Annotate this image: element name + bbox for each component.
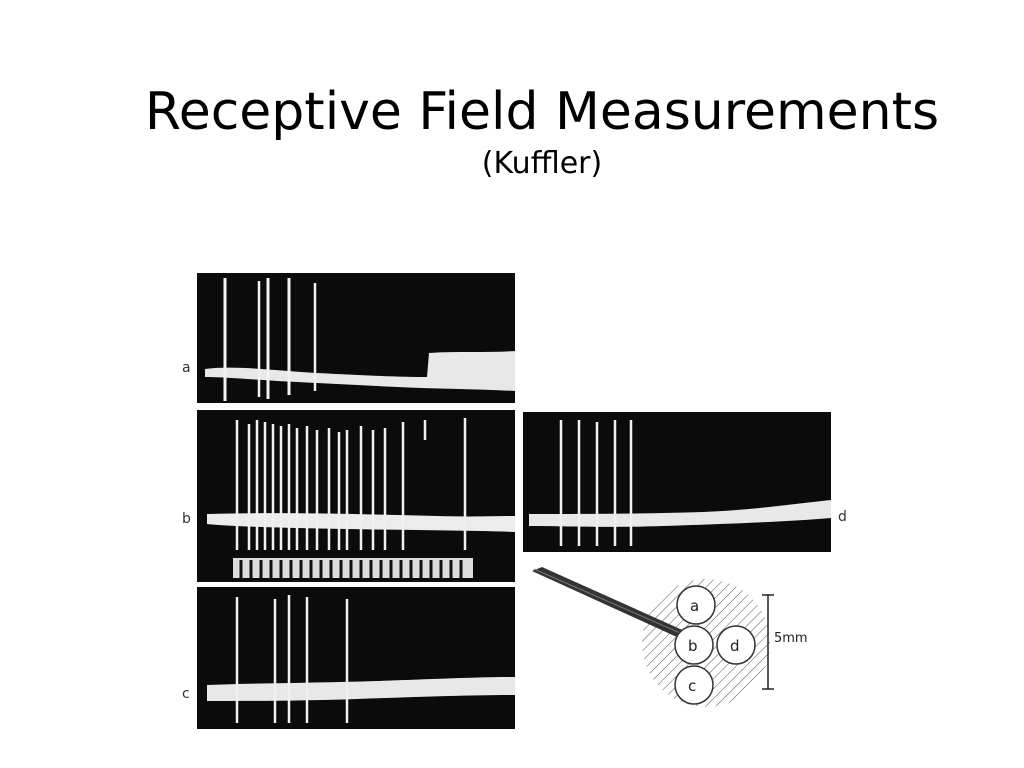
slide-title: Receptive Field Measurements [144, 82, 940, 142]
spot-label-a: a [690, 597, 699, 615]
receptive-field-diagram: a b c d 5mm [530, 565, 830, 715]
trace-panel-b [197, 410, 515, 582]
trace-d-baseline [529, 500, 831, 527]
spot-label-c: c [688, 677, 696, 695]
trace-c-spikes [235, 595, 349, 723]
trace-b-stimulus-ticks [239, 560, 463, 578]
trace-d-spikes [559, 420, 633, 546]
scale-bar [762, 594, 774, 690]
trace-label-d: d [838, 509, 847, 525]
trace-c-baseline [207, 677, 515, 701]
trace-label-b: b [182, 511, 191, 527]
slide-subtitle: (Kuffler) [481, 146, 603, 181]
trace-label-a: a [182, 360, 191, 376]
spot-a-circle [676, 585, 716, 625]
trace-d-svg [529, 420, 831, 546]
trace-a-spikes [223, 278, 317, 401]
trace-b-stimulus-marks [233, 558, 473, 578]
scale-label: 5mm [774, 631, 808, 646]
spot-b-circle [674, 625, 714, 665]
spot-c-circle [674, 665, 714, 705]
trace-b-spikes [235, 418, 467, 550]
diagram-svg: a b c d 5mm [532, 567, 808, 707]
spot-d-circle [716, 625, 756, 665]
trace-c-svg [207, 595, 515, 723]
trace-b-svg [207, 418, 515, 578]
trace-a-svg [205, 278, 515, 401]
trace-panel-c [197, 587, 515, 729]
trace-panel-a [197, 273, 515, 403]
spot-label-b: b [688, 637, 698, 655]
trace-label-c: c [182, 686, 190, 702]
trace-panel-d [523, 412, 831, 552]
spot-label-d: d [730, 637, 740, 655]
trace-a-baseline [205, 351, 515, 391]
